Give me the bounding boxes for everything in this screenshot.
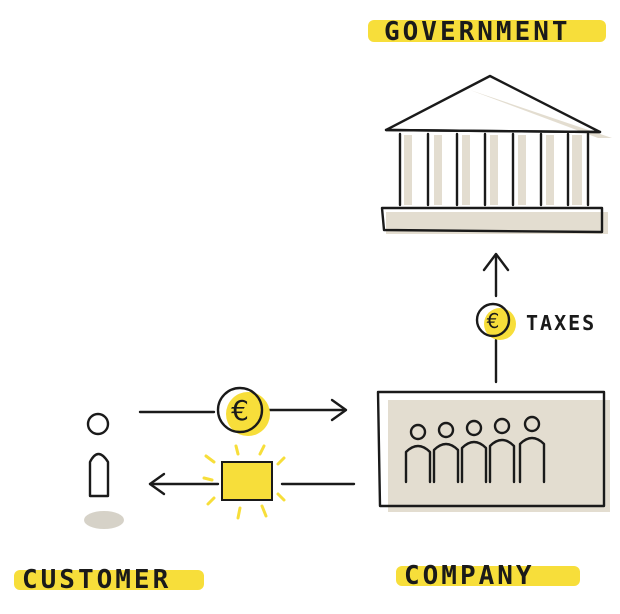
payment-euro-symbol: € (231, 394, 249, 427)
company-box (376, 390, 610, 512)
company-label: COMPANY (396, 561, 580, 591)
payment-arrow (138, 398, 348, 422)
employees-icon (404, 415, 546, 500)
government-building-icon (380, 74, 612, 234)
taxes-euro-symbol: € (487, 309, 500, 333)
government-text: GOVERNMENT (384, 17, 571, 47)
customer-label: CUSTOMER (14, 565, 204, 595)
company-highlight (396, 566, 580, 586)
customer-person-icon (84, 412, 124, 529)
taxes-label: TAXES (526, 311, 596, 335)
customer-text: CUSTOMER (22, 565, 171, 595)
taxes-euro-coin-icon: € (475, 302, 516, 340)
product-sparkle-icon (202, 444, 286, 520)
government-highlight (368, 20, 606, 42)
government-label: GOVERNMENT (368, 17, 606, 47)
payment-euro-coin-icon: € (216, 386, 270, 436)
product-box-icon (202, 444, 286, 520)
company-text: COMPANY (404, 561, 535, 591)
customer-highlight (14, 570, 204, 590)
taxes-arrow (482, 252, 510, 384)
product-arrow (148, 472, 356, 496)
